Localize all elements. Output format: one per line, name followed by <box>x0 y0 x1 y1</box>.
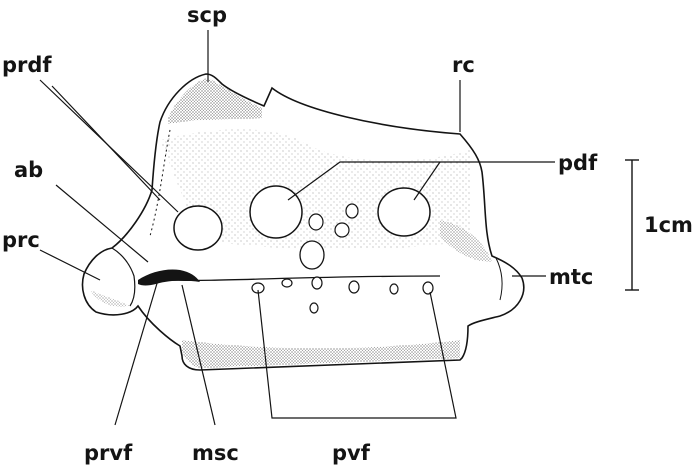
foramen-pdf-2 <box>378 188 430 236</box>
label-prvf: prvf <box>84 441 133 465</box>
label-pvf: pvf <box>332 441 371 465</box>
label-msc: msc <box>192 441 239 465</box>
scale-bar-label: 1cm <box>644 213 692 237</box>
foramen-mid <box>300 241 324 269</box>
label-rc: rc <box>452 53 475 77</box>
pvf-foramen <box>390 284 398 294</box>
label-prc: prc <box>2 228 40 252</box>
label-mtc: mtc <box>549 265 593 289</box>
pvf-foramen <box>349 281 359 293</box>
foramen-small-2 <box>335 223 349 237</box>
pvf-foramen <box>312 277 322 289</box>
label-prdf: prdf <box>2 53 52 77</box>
label-pdf: pdf <box>558 151 598 175</box>
pvf-foramen <box>423 282 433 294</box>
foramen-pdf-1 <box>250 186 302 238</box>
leader-prdf-2 <box>52 86 160 200</box>
scale-bar <box>625 160 639 290</box>
label-scp: scp <box>187 3 227 27</box>
label-ab: ab <box>14 158 43 182</box>
foramen-small-3 <box>346 204 358 218</box>
foramen-small-1 <box>309 214 323 230</box>
pvf-foramen <box>282 279 292 287</box>
pvf-foramen <box>310 303 318 313</box>
foramen-prdf <box>174 206 222 250</box>
